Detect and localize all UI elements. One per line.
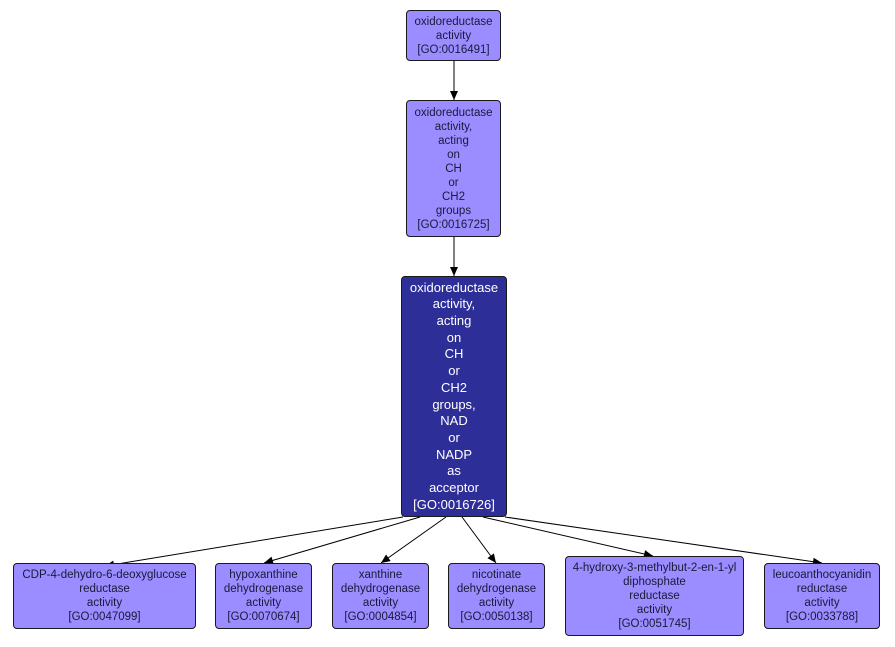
edge-line [263,516,421,564]
go-term-id: [GO:0004854] [344,611,417,623]
go-term-id: [GO:0016726] [413,496,495,512]
go-term-label-line: acting [438,134,469,147]
go-term-label-line: activity [636,604,673,616]
go-term-id: [GO:0016725] [417,218,490,231]
go-term-label-line: oxidoreductase [409,279,499,295]
go-term-label-line: reductase [629,590,680,602]
arrowhead-icon [381,554,391,563]
go-term-label-line: oxidoreductase [414,15,493,28]
go-term-id: [GO:0047099] [68,611,141,623]
edge-line [104,516,404,567]
edge-line [380,516,447,564]
go-term-label-line: 4-hydroxy-3-methylbut-2-en-1-yl [572,562,737,574]
go-term-label-line: activity [804,597,840,609]
go-term-label-line: NADP [435,446,473,462]
arrowhead-icon [643,550,653,558]
edge-line [504,516,823,564]
go-term-label-line: reductase [79,583,130,595]
go-term-label-line: dehydrogenase [456,583,537,595]
arrowhead-icon [487,553,496,563]
go-term-label-line: leucoanthocyanidin [772,569,872,581]
go-term-label-line: as [447,463,461,479]
go-term-id: [GO:0051745] [618,618,691,630]
go-term-label-line: diphosphate [623,576,686,588]
go-term-label-line: activity [478,597,515,609]
go-term-id: [GO:0033788] [785,611,859,623]
go-term-label-line: or [448,176,459,189]
go-term-label-line: activity [86,597,123,609]
arrowhead-icon [264,556,274,565]
go-term-label-line: or [448,429,460,445]
edge-line [482,516,654,557]
go-term-label-line: on [447,148,460,161]
arrowhead-icon [450,267,458,276]
go-term-label-line: CH [444,346,464,362]
go-term-label-line: xanthine [358,569,403,581]
go-term-label-line: activity, [432,296,476,312]
go-term-label-line: CH2 [440,379,467,395]
go-term-node[interactable]: hypoxanthine dehydrogenase activity [GO:007… [215,563,312,629]
go-term-node[interactable]: xanthine dehydrogenase activity [GO:0004854… [332,563,429,629]
go-term-node[interactable]: 4-hydroxy-3-methylbut-2-en-1-yl diphospha… [565,556,744,636]
go-term-label-line: activity, [434,120,473,133]
go-term-node[interactable]: nicotinate dehydrogenase activity [GO:00501… [448,563,545,629]
go-term-label-line: on [446,329,462,345]
go-term-label-line: groups, [432,396,476,412]
go-term-label-line: dehydrogenase [223,583,304,595]
go-term-label-line: dehydrogenase [340,583,421,595]
go-term-label-line: oxidoreductase [414,106,493,119]
go-term-label-line: CDP-4-dehydro-6-deoxyglucose [22,569,187,581]
edge-line [461,516,497,564]
go-term-label-line: activity [245,597,282,609]
go-term-id: [GO:0050138] [460,611,533,623]
go-term-label-line: nicotinate [471,569,522,581]
go-term-label-line: CH2 [441,190,465,203]
go-term-label-line: NAD [440,413,468,429]
go-term-label-line: reductase [796,583,848,595]
go-term-label-line: activity [435,29,472,42]
go-term-label-line: acceptor [429,480,479,496]
go-term-label-line: groups [435,204,472,217]
go-term-node[interactable]: CDP-4-dehydro-6-deoxyglucose reductase act… [13,563,196,629]
go-term-label-line: or [448,363,460,379]
arrowhead-icon [450,91,458,100]
go-term-label-line: acting [436,312,472,328]
go-term-node[interactable]: leucoanthocyanidin reductase activity [GO:0… [764,563,880,629]
go-term-label-line: activity [362,597,399,609]
go-term-id: [GO:0070674] [227,611,300,623]
go-term-label-line: CH [445,162,462,175]
go-term-id: [GO:0016491] [417,43,490,56]
go-term-label-line: hypoxanthine [229,569,298,581]
